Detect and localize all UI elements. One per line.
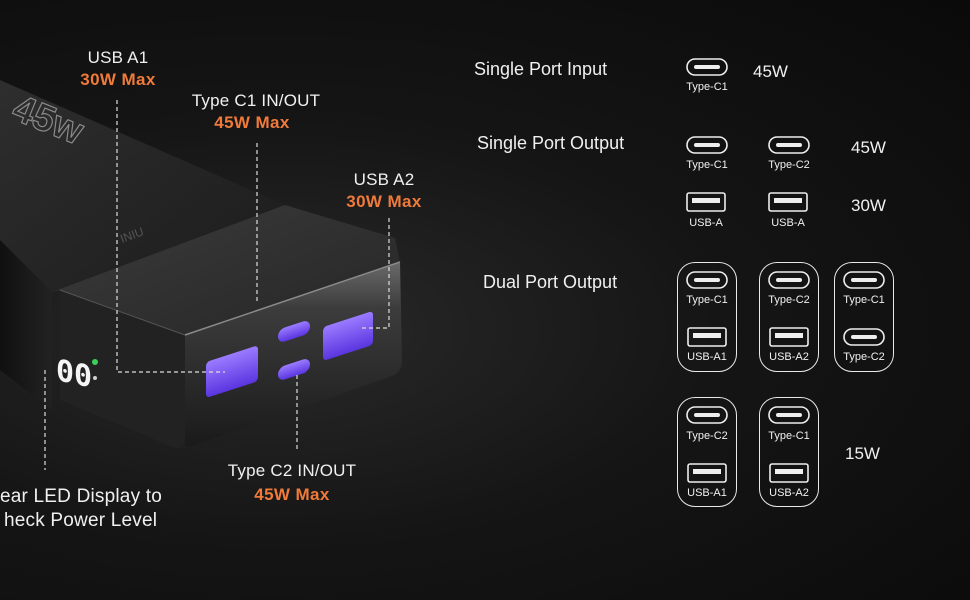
power-bank-cap-top [52, 205, 400, 335]
power-bank-side [0, 230, 52, 410]
callout-led-line1: ear LED Display to [0, 486, 163, 507]
single-output-a2-label: USB-A [771, 217, 805, 229]
type-c-port-icon [768, 406, 810, 424]
combo-2-top-label: Type-C2 [768, 294, 810, 306]
single-input-port-label: Type-C1 [686, 81, 728, 93]
usb-a1-port [206, 346, 258, 397]
type-c-port-icon [768, 271, 810, 289]
dual-combo-5 [759, 397, 819, 507]
type-c-port-icon [768, 136, 810, 154]
usb-a-port-icon [687, 463, 727, 483]
combo-4-bottom-label: USB-A1 [687, 487, 727, 499]
usb-a-port-icon [686, 192, 726, 212]
callout-type-c1-name: Type C1 IN/OUT [191, 91, 321, 110]
dual-combo-2 [759, 262, 819, 372]
single-input-watt: 45W [753, 62, 788, 81]
type-c-port-icon [843, 328, 885, 346]
dual-combo-3 [834, 262, 894, 372]
single-output-watt-a: 30W [851, 196, 886, 215]
power-bank-top [0, 80, 285, 292]
usb-a-port-icon [768, 192, 808, 212]
type-c-port-icon [686, 271, 728, 289]
dual-output-watt: 15W [845, 444, 880, 463]
callout-usb-a1-power: 30W Max [80, 70, 156, 89]
type-c2-port [278, 359, 310, 380]
single-output-c2-label: Type-C2 [768, 159, 810, 171]
single-input-title: Single Port Input [474, 59, 608, 79]
led-display: 00 [56, 353, 92, 395]
combo-5-top-label: Type-C1 [768, 430, 810, 442]
combo-1-top-label: Type-C1 [686, 294, 728, 306]
usb-a-port-icon [687, 327, 727, 347]
single-output-watt-c: 45W [851, 138, 886, 157]
type-c-port-icon [686, 406, 728, 424]
led-indicator-dot [92, 359, 98, 365]
type-c-port-icon [843, 271, 885, 289]
combo-4-top-label: Type-C2 [686, 430, 728, 442]
callout-usb-a2-power: 30W Max [346, 192, 422, 211]
combo-3-top-label: Type-C1 [843, 294, 885, 306]
usb-a2-port [323, 311, 373, 360]
combo-3-bottom-label: Type-C2 [843, 351, 885, 363]
usb-a-port-icon [769, 327, 809, 347]
single-output-title: Single Port Output [477, 133, 625, 153]
combo-1-bottom-label: USB-A1 [687, 351, 727, 363]
callout-type-c2-power: 45W Max [254, 485, 330, 504]
type-c-port-icon [686, 58, 728, 76]
dual-combo-1 [677, 262, 737, 372]
single-output-c1-label: Type-C1 [686, 159, 728, 171]
dual-output-title: Dual Port Output [483, 272, 618, 292]
callout-type-c2-name: Type C2 IN/OUT [227, 461, 357, 480]
callout-type-c1-power: 45W Max [214, 113, 290, 132]
combo-5-bottom-label: USB-A2 [769, 487, 809, 499]
callout-usb-a2-name: USB A2 [353, 170, 415, 189]
callout-usb-a1-name: USB A1 [87, 48, 149, 67]
usb-a-port-icon [769, 463, 809, 483]
callout-lines [44, 100, 390, 470]
type-c-port-icon [686, 136, 728, 154]
power-bank-front [60, 290, 185, 449]
power-bank-illustration: INIU 45w 00 [0, 80, 402, 470]
dual-combo-4 [677, 397, 737, 507]
single-output-a1-label: USB-A [689, 217, 723, 229]
callout-led-line2: heck Power Level [4, 510, 158, 531]
type-c1-port [278, 321, 310, 342]
combo-2-bottom-label: USB-A2 [769, 351, 809, 363]
